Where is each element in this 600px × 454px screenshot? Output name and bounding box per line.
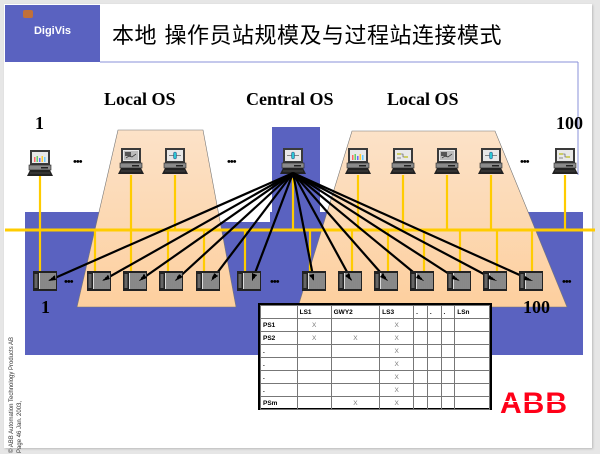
copyright-footer: © ABB Automation Technology Products AB … bbox=[8, 333, 24, 453]
page-title: 本地 操作员站规模及与过程站连接模式 bbox=[112, 24, 502, 49]
table-row: PS1 X X bbox=[260, 318, 490, 332]
table-row: PSm X X bbox=[260, 396, 490, 410]
connection-matrix-table: LS1 GWY2 LS3 . . . LSn PS1 X X PS2 X X X bbox=[258, 303, 492, 410]
ellipsis-ps-1: ••• bbox=[64, 276, 74, 288]
ellipsis-os-3: ••• bbox=[520, 156, 530, 168]
table-row: . X bbox=[260, 344, 490, 358]
brand-label: DigiVis bbox=[33, 25, 72, 37]
abb-logo: ABB bbox=[500, 387, 568, 420]
local-os-left-label: Local OS bbox=[104, 89, 176, 109]
central-os-connections bbox=[47, 171, 534, 283]
comment-icon[interactable] bbox=[23, 10, 33, 18]
local-os-zone-right bbox=[297, 130, 568, 308]
os-first-label: 1 bbox=[35, 113, 44, 133]
ellipsis-ps-2: ••• bbox=[270, 276, 280, 288]
table-header-row: LS1 GWY2 LS3 . . . LSn bbox=[260, 305, 490, 319]
local-os-right-label: Local OS bbox=[387, 89, 459, 109]
ellipsis-ps-3: ••• bbox=[562, 276, 572, 288]
table-row: . X bbox=[260, 370, 490, 384]
ps-last-label: 100 bbox=[523, 297, 550, 317]
page-info: Page 46 Jan. 2003, bbox=[17, 400, 23, 453]
table-row: . X bbox=[260, 357, 490, 371]
table-row: PS2 X X X bbox=[260, 331, 490, 345]
brand-block: DigiVis bbox=[5, 5, 100, 62]
ellipsis-os-2: ••• bbox=[227, 156, 237, 168]
central-os-label: Central OS bbox=[246, 89, 334, 109]
ps-first-label: 1 bbox=[41, 297, 50, 317]
table-row: . X bbox=[260, 383, 490, 397]
ellipsis-os-1: ••• bbox=[73, 156, 83, 168]
copyright-text: © ABB Automation Technology Products AB bbox=[9, 336, 15, 453]
os-last-label: 100 bbox=[556, 113, 583, 133]
abb-logo-stripe bbox=[500, 401, 570, 402]
